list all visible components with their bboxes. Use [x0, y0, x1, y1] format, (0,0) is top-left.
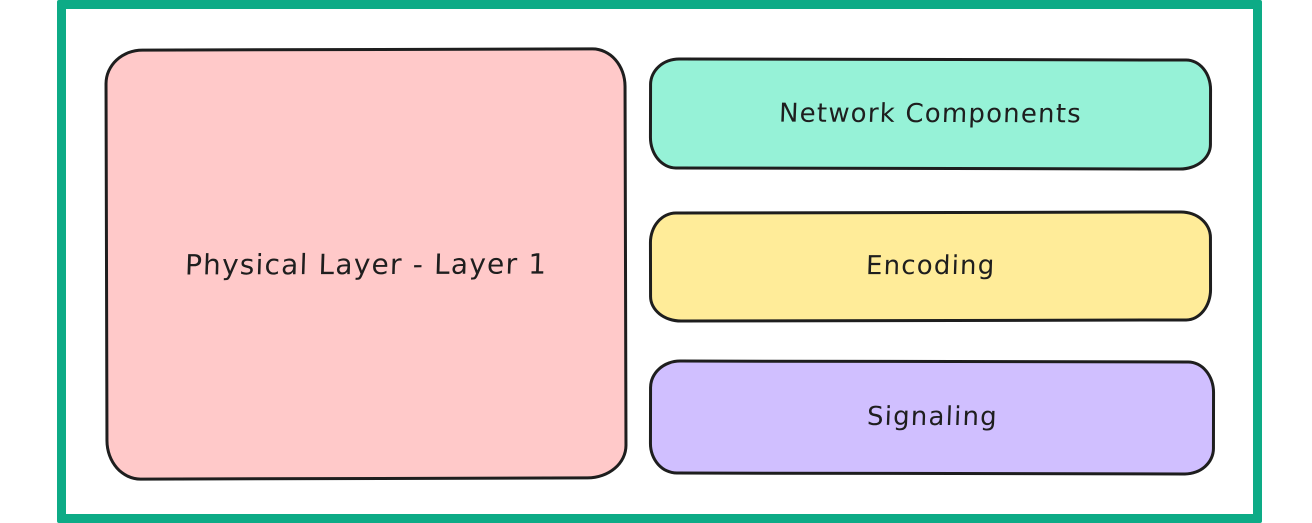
node-encoding: Encoding [648, 210, 1213, 323]
node-signaling-label: Signaling [866, 402, 998, 433]
node-encoding-label: Encoding [865, 251, 996, 282]
node-network-components-label: Network Components [778, 98, 1083, 130]
outer-frame-border [57, 0, 1262, 523]
node-physical-layer: Physical Layer - Layer 1 [104, 47, 628, 481]
node-physical-layer-label: Physical Layer - Layer 1 [184, 247, 548, 281]
node-signaling: Signaling [648, 359, 1216, 476]
node-network-components: Network Components [648, 57, 1213, 171]
